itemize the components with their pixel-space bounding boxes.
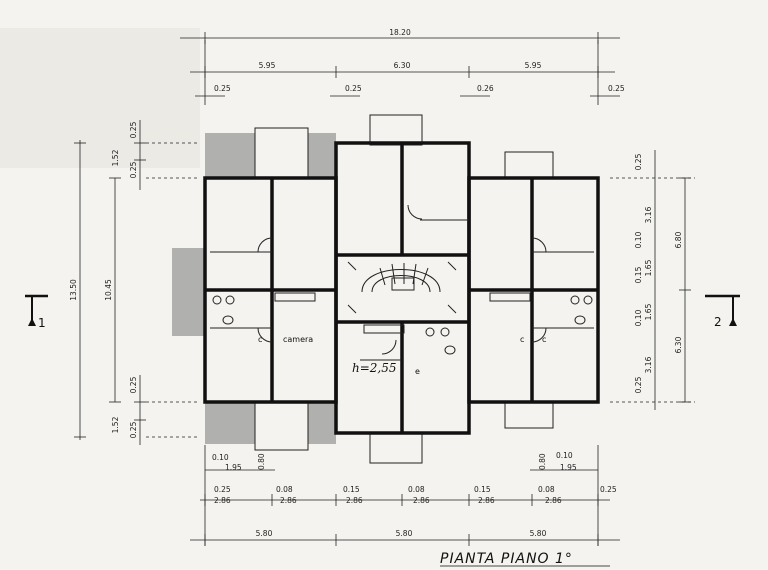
stair-projection-hatch [172, 248, 205, 336]
balcony-hatch-tl [205, 133, 255, 178]
dim-top-balcony: 1.52 [111, 149, 120, 166]
left-dimensions: 13.50 10.45 0.25 1.52 0.25 0.25 1.52 0.2… [69, 120, 200, 445]
dim-wall-1: 0.25 [214, 84, 231, 93]
dim-wall-2: 0.25 [345, 84, 362, 93]
dim-right-seg-8: 3.16 [644, 356, 653, 373]
dim-row1-1: 2.86 [214, 496, 231, 505]
ceiling-height-note: h=2,55 [352, 361, 397, 375]
dim-inner-depth: 10.45 [104, 279, 113, 301]
right-dimensions: 6.80 6.30 0.25 3.16 0.10 1.65 0.15 1.65 … [610, 150, 695, 410]
room-mark-c1: c [258, 335, 262, 344]
room-mark-e: e [415, 367, 420, 376]
dim-row1-5: 2.86 [346, 496, 363, 505]
dim-overall-width: 18.20 [389, 28, 411, 37]
dim-row1-8: 0.15 [474, 485, 491, 494]
section-marker-right: 2 [705, 294, 740, 329]
dim-row1-0: 0.25 [214, 485, 231, 494]
stairwell [361, 263, 441, 293]
dim-bot-wall2: 0.25 [129, 421, 138, 438]
top-dimensions: 18.20 5.95 6.30 5.95 0.25 0.25 0.26 0.25 [180, 28, 625, 105]
dim-right-seg-2: 3.16 [644, 206, 653, 223]
dim-bay-3: 5.95 [525, 61, 542, 70]
dim-right-seg-9: 0.25 [634, 376, 643, 393]
dim-bot-wall: 0.25 [129, 376, 138, 393]
dim-right-seg-6: 1.65 [644, 303, 653, 320]
section-marker-left: 1 [25, 294, 48, 330]
dim-right-seg-4: 1.65 [644, 259, 653, 276]
dim-overall-depth: 13.50 [69, 279, 78, 301]
dim-bot-bay-2: 5.80 [396, 529, 413, 538]
room-mark-c3: c [542, 335, 546, 344]
dim-wall-3: 0.26 [477, 84, 494, 93]
balconies [172, 114, 554, 464]
dim-row1-12: 0.25 [600, 485, 617, 494]
dim-top-wall2: 0.25 [129, 161, 138, 178]
building-walls [203, 141, 600, 435]
balcony-hatch-tl2 [308, 133, 336, 178]
room-mark-c2: c [520, 335, 524, 344]
dim-row1-6: 0.08 [408, 485, 425, 494]
dim-right-seg-5: 0.15 [634, 266, 643, 283]
scan-shade [0, 28, 200, 168]
bottom-dimensions: 0.10 1.95 0.80 0.80 0.10 1.95 0.25 2.86 … [190, 445, 620, 546]
door-swings [257, 204, 547, 355]
dim-row1-9: 2.86 [478, 496, 495, 505]
balcony-hatch-bl [205, 402, 255, 444]
dim-right-seg-1: 0.25 [634, 153, 643, 170]
section-label-1: 1 [38, 316, 46, 330]
dim-row1-2: 0.08 [276, 485, 293, 494]
dim-row1-3: 2.86 [280, 496, 297, 505]
dim-row1-11: 2.86 [545, 496, 562, 505]
bathroom-fixtures [212, 292, 593, 355]
dim-wall-4: 0.25 [608, 84, 625, 93]
dim-right-seg-3: 0.10 [634, 231, 643, 248]
dim-bot-bay-3: 5.80 [530, 529, 547, 538]
dim-bot-balcony: 1.52 [111, 416, 120, 433]
dim-right-seg-7: 0.10 [634, 309, 643, 326]
dim-bay-1: 5.95 [259, 61, 276, 70]
dim-br-small-1: 0.80 [538, 453, 547, 470]
dim-row1-10: 0.08 [538, 485, 555, 494]
section-label-2: 2 [714, 315, 722, 329]
dim-bot-bay-1: 5.80 [256, 529, 273, 538]
dim-right-overall-top: 6.80 [674, 231, 683, 248]
dim-row1-7: 2.86 [413, 496, 430, 505]
dim-bl-small-2: 1.95 [225, 463, 242, 472]
drawing-title: PIANTA PIANO 1° [440, 551, 573, 567]
dim-bay-2: 6.30 [394, 61, 411, 70]
dim-br-small-2: 0.10 [556, 451, 573, 460]
dim-right-overall-bot: 6.30 [674, 336, 683, 353]
dim-bl-small-3: 0.80 [257, 453, 266, 470]
balcony-hatch-bl2 [308, 402, 336, 444]
dim-row1-4: 0.15 [343, 485, 360, 494]
dim-top-wall: 0.25 [129, 121, 138, 138]
room-label-camera: camera [283, 335, 313, 344]
dim-br-small-3: 1.95 [560, 463, 577, 472]
dim-bl-small-1: 0.10 [212, 453, 229, 462]
